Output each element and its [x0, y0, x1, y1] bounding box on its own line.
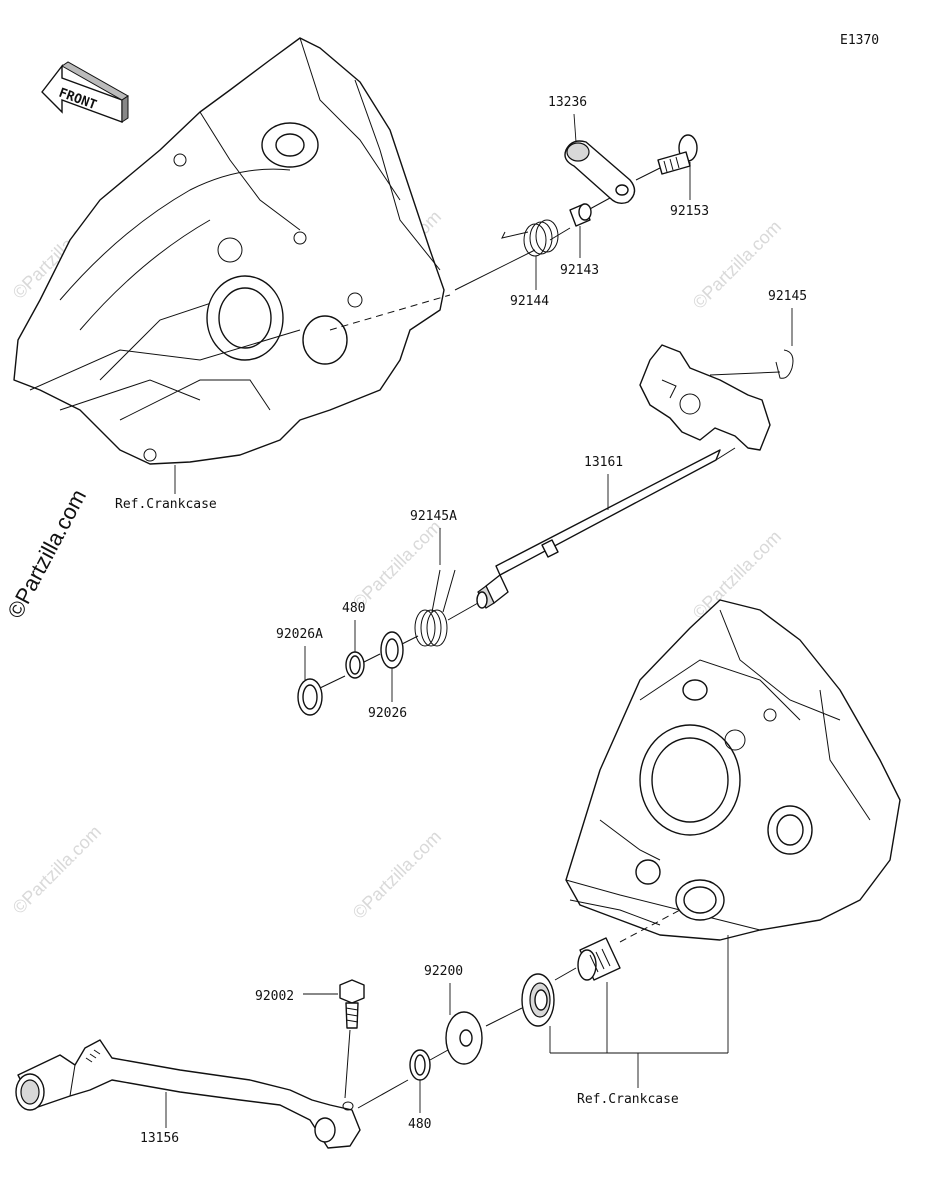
label-92026A: 92026A	[276, 627, 323, 642]
label-92002: 92002	[255, 989, 294, 1004]
front-arrow-icon: FRONT	[41, 61, 129, 124]
part-13161-shift-shaft	[476, 344, 781, 609]
side-watermark: ©Partzilla.com	[2, 485, 91, 622]
label-13236: 13236	[548, 95, 587, 110]
axis-line	[344, 1029, 351, 1099]
part-13236-shift-arm	[564, 140, 636, 205]
label-480-bottom: 480	[408, 1117, 431, 1132]
part-92026-washer	[380, 631, 404, 669]
label-92026: 92026	[368, 706, 407, 721]
part-oil-seal	[521, 973, 555, 1027]
label-92145: 92145	[768, 289, 807, 304]
axis-line	[361, 653, 381, 664]
diagram-code: E1370	[840, 33, 879, 48]
label-92200: 92200	[424, 964, 463, 979]
part-92145-spring	[775, 349, 794, 379]
axis-line	[357, 1079, 409, 1109]
ref-bracket	[549, 935, 729, 1088]
part-480-circlip-top	[345, 651, 365, 679]
ref-crankcase-top-label: Ref.Crankcase	[115, 497, 217, 512]
part-13156-shift-pedal	[15, 1039, 361, 1149]
axis-line	[447, 602, 479, 621]
part-bearing	[577, 937, 621, 981]
label-480-top: 480	[342, 601, 365, 616]
axis-line	[485, 1007, 523, 1027]
part-92143-collar	[569, 203, 592, 227]
axis-line	[554, 967, 577, 981]
axis-line	[319, 675, 346, 689]
label-92145A: 92145A	[410, 509, 457, 524]
axis-line	[587, 197, 611, 211]
label-13161: 13161	[584, 455, 623, 470]
part-92002-bolt	[339, 979, 365, 1029]
watermark: ©Partzilla.com	[9, 821, 105, 917]
watermark: ©Partzilla.com	[349, 826, 445, 922]
axis-line	[454, 249, 536, 291]
part-92153-bolt	[657, 134, 698, 175]
axis-line	[429, 1049, 449, 1061]
label-92153: 92153	[670, 204, 709, 219]
part-92200-washer	[445, 1011, 483, 1065]
part-92026A-washer	[297, 678, 323, 716]
crankcase-left	[13, 37, 445, 465]
axis-line	[401, 635, 419, 645]
axis-line	[635, 167, 661, 181]
watermark: ©Partzilla.com	[349, 516, 445, 612]
leader-line	[573, 113, 577, 143]
ref-crankcase-bottom-label: Ref.Crankcase	[577, 1092, 679, 1107]
label-92143: 92143	[560, 263, 599, 278]
part-92144-spring	[501, 219, 559, 257]
label-13156: 13156	[140, 1131, 179, 1146]
label-92144: 92144	[510, 294, 549, 309]
crankcase-right	[565, 599, 901, 941]
part-480-circlip-bottom	[409, 1049, 431, 1081]
axis-line	[329, 294, 451, 331]
axis-line	[549, 227, 571, 241]
part-92145A-return-spring	[414, 569, 456, 647]
